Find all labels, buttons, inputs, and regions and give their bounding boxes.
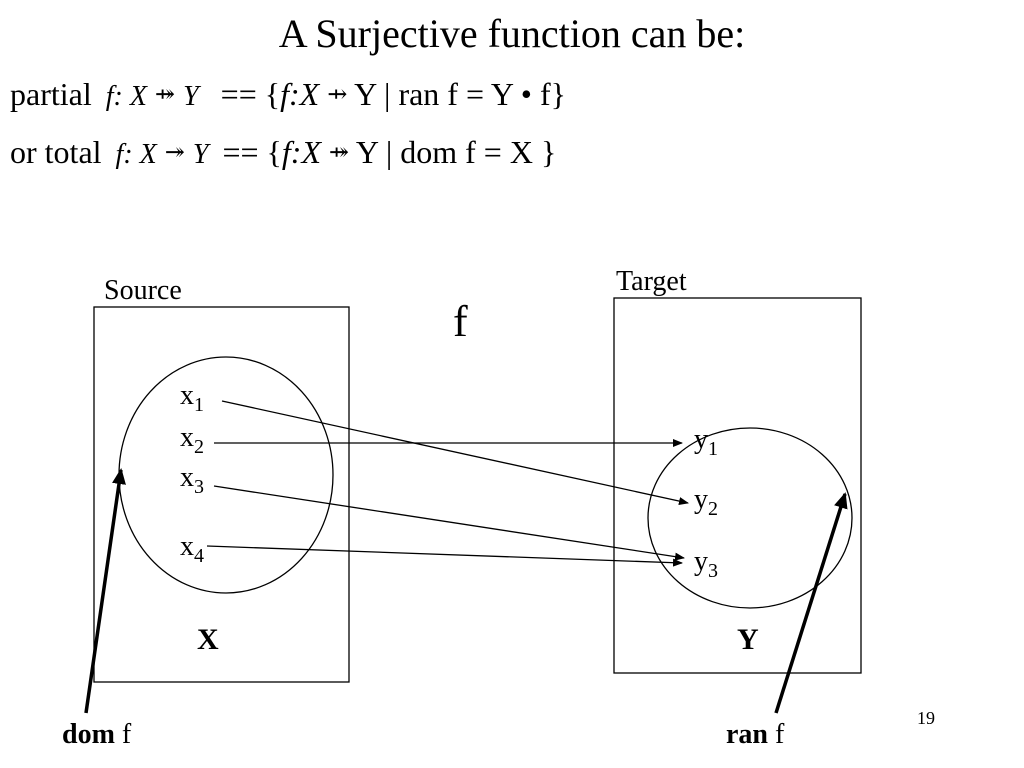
total-sig-x: : X xyxy=(123,139,157,170)
source-element-x2: x2 xyxy=(180,422,204,458)
source-set-name: X xyxy=(197,623,219,656)
source-box xyxy=(93,306,350,683)
total-set-x: :X xyxy=(290,134,321,170)
total-set-f: f xyxy=(281,134,291,170)
source-element-x3: x3 xyxy=(180,462,204,498)
ran-pointer-arrow xyxy=(774,492,848,714)
domain-ellipse xyxy=(118,356,334,594)
target-box xyxy=(613,297,862,674)
slide-title: A Surjective function can be: xyxy=(278,11,746,56)
arrow-x3-to-y3 xyxy=(213,485,685,561)
partial-set-arrow-icon: ⇸ xyxy=(327,82,348,108)
total-eq: == { xyxy=(222,134,282,170)
total-set-arrow-icon: ⤀ xyxy=(328,140,350,166)
source-label: Source xyxy=(104,275,182,306)
partial-set-f: f xyxy=(280,76,289,112)
total-sig-y: Y xyxy=(192,139,209,170)
arrow-x1-to-y2 xyxy=(221,400,689,505)
target-element-y3: y3 xyxy=(694,546,718,582)
arrow-x4-to-y3 xyxy=(206,545,683,567)
source-element-x1: x1 xyxy=(180,380,204,416)
partial-eq: == { xyxy=(220,76,281,112)
partial-rest: Y | ran f = Y • f} xyxy=(354,76,566,112)
partial-sig-x: : X xyxy=(113,81,147,112)
total-word: or total xyxy=(10,134,102,170)
partial-sig-f: f xyxy=(105,81,114,112)
target-element-y1: y1 xyxy=(694,424,718,460)
function-label: f xyxy=(453,297,468,346)
target-set-name: Y xyxy=(737,623,759,656)
dom-pointer-arrow xyxy=(84,468,126,714)
partial-sig-y: Y xyxy=(183,81,199,112)
total-sig-f: f xyxy=(115,139,124,170)
surjection-arrow-icon: ↠ xyxy=(164,140,185,166)
target-label: Target xyxy=(616,266,687,297)
target-element-y2: y2 xyxy=(694,484,718,520)
range-ellipse xyxy=(647,427,853,609)
partial-set-x: :X xyxy=(288,76,320,112)
partial-function-arrow-icon: ⤀ xyxy=(154,82,176,108)
page-number: 19 xyxy=(917,708,935,728)
partial-word: partial xyxy=(10,76,92,112)
dom-label: dom f xyxy=(62,719,132,750)
total-rest: Y | dom f = X } xyxy=(355,134,557,170)
source-element-x4: x4 xyxy=(180,531,204,567)
ran-label: ran f xyxy=(726,719,785,750)
